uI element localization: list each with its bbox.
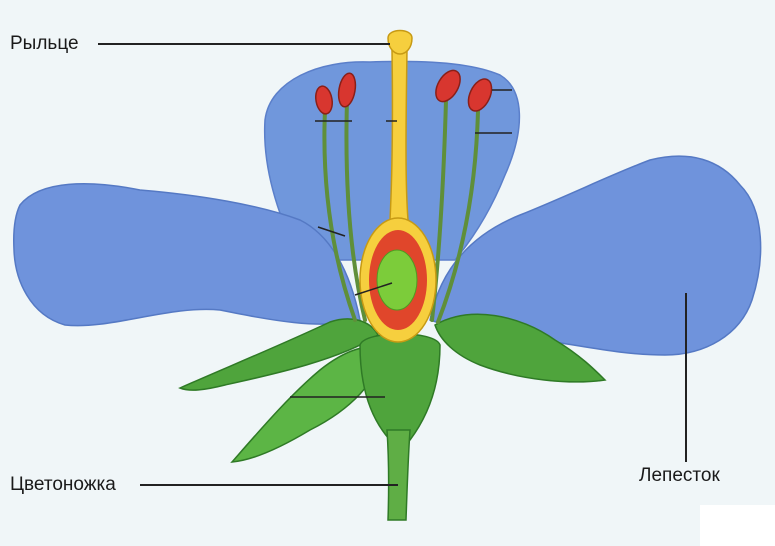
label-petal: Лепесток <box>639 465 720 487</box>
style <box>390 50 408 220</box>
stigma <box>388 31 412 55</box>
label-pedicel: Цветоножка <box>10 474 116 496</box>
label-stigma: Рыльце <box>10 33 79 55</box>
pedicel-stem <box>387 430 410 520</box>
corner-patch <box>700 505 775 546</box>
ovule <box>377 250 417 310</box>
